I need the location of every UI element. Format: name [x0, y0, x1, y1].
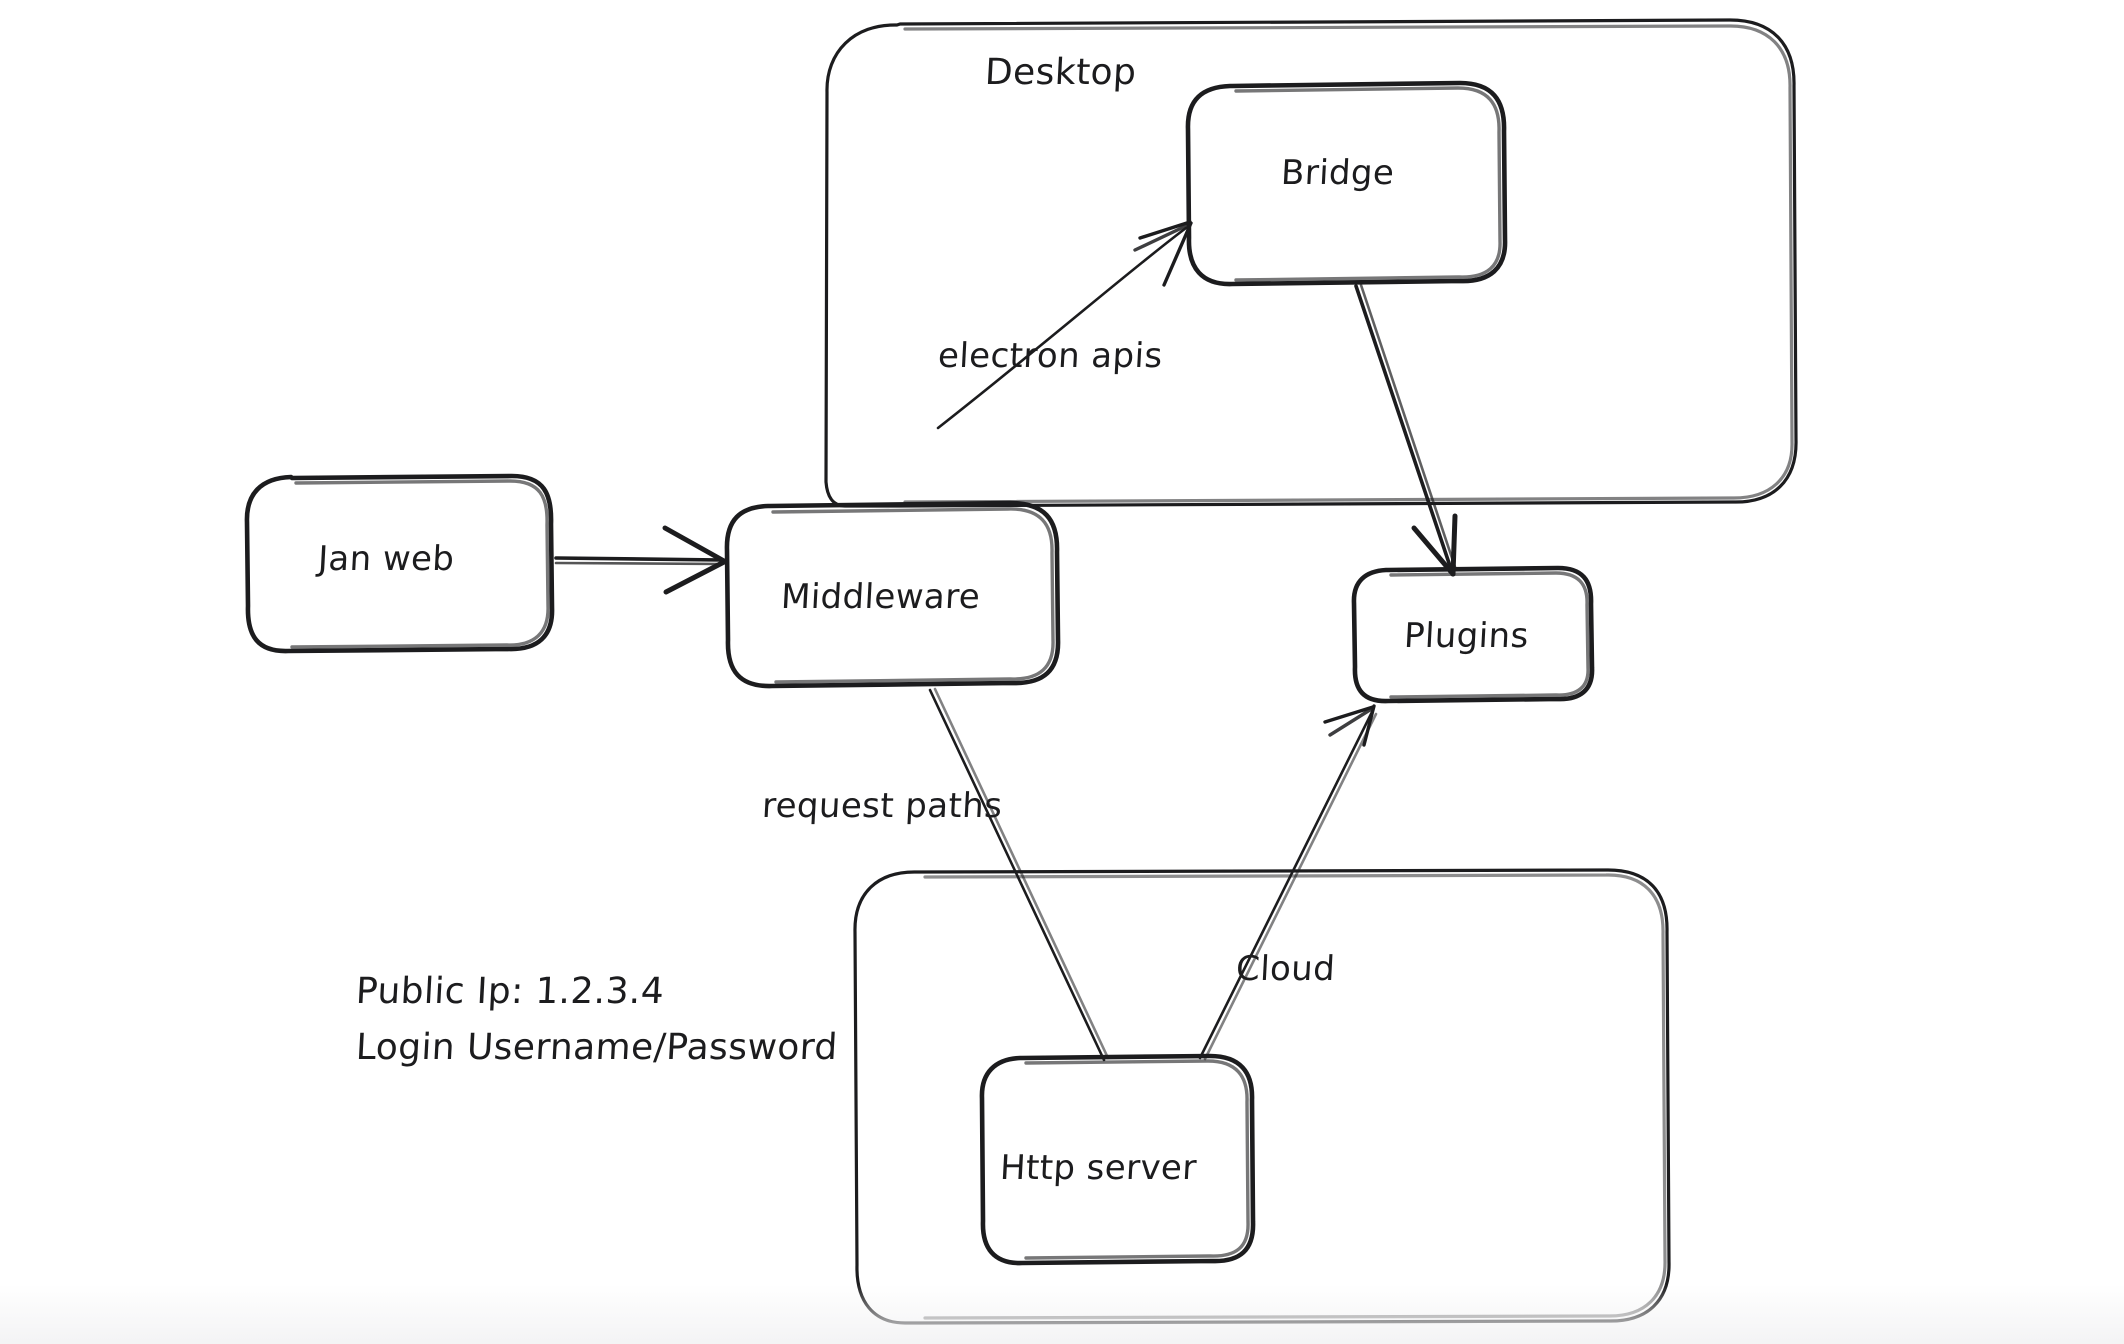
edge-bridge-to-plugins[interactable] — [1354, 283, 1458, 577]
group-label-desktop: Desktop — [983, 52, 1138, 93]
edge-label-electron-apis: electron apis — [936, 336, 1164, 376]
edge-middleware-to-http-server[interactable] — [928, 687, 1110, 1062]
group-desktop-frame[interactable] — [824, 18, 1798, 508]
node-label-http-server: Http server — [998, 1148, 1198, 1188]
edge-middleware-to-bridge[interactable] — [936, 220, 1193, 430]
note-login-credentials: Login Username/Password — [354, 1027, 839, 1068]
edge-jan-web-to-middleware[interactable] — [554, 525, 727, 595]
node-plugins-shape[interactable] — [1351, 565, 1595, 704]
node-bridge-shape[interactable] — [1185, 80, 1508, 287]
node-label-bridge: Bridge — [1279, 153, 1396, 193]
edge-label-request-paths: request paths — [760, 786, 1004, 826]
edge-label-cloud: Cloud — [1234, 949, 1337, 989]
node-label-middleware: Middleware — [779, 577, 982, 617]
edge-http-server-to-plugins[interactable] — [1198, 704, 1378, 1061]
note-public-ip: Public Ip: 1.2.3.4 — [354, 971, 666, 1012]
node-middleware-shape[interactable] — [724, 500, 1061, 689]
node-jan-web-shape[interactable] — [244, 473, 555, 654]
node-http-server-shape[interactable] — [979, 1053, 1256, 1266]
group-cloud-frame[interactable] — [853, 868, 1671, 1325]
node-label-jan-web: Jan web — [316, 539, 456, 579]
node-label-plugins: Plugins — [1402, 616, 1530, 656]
